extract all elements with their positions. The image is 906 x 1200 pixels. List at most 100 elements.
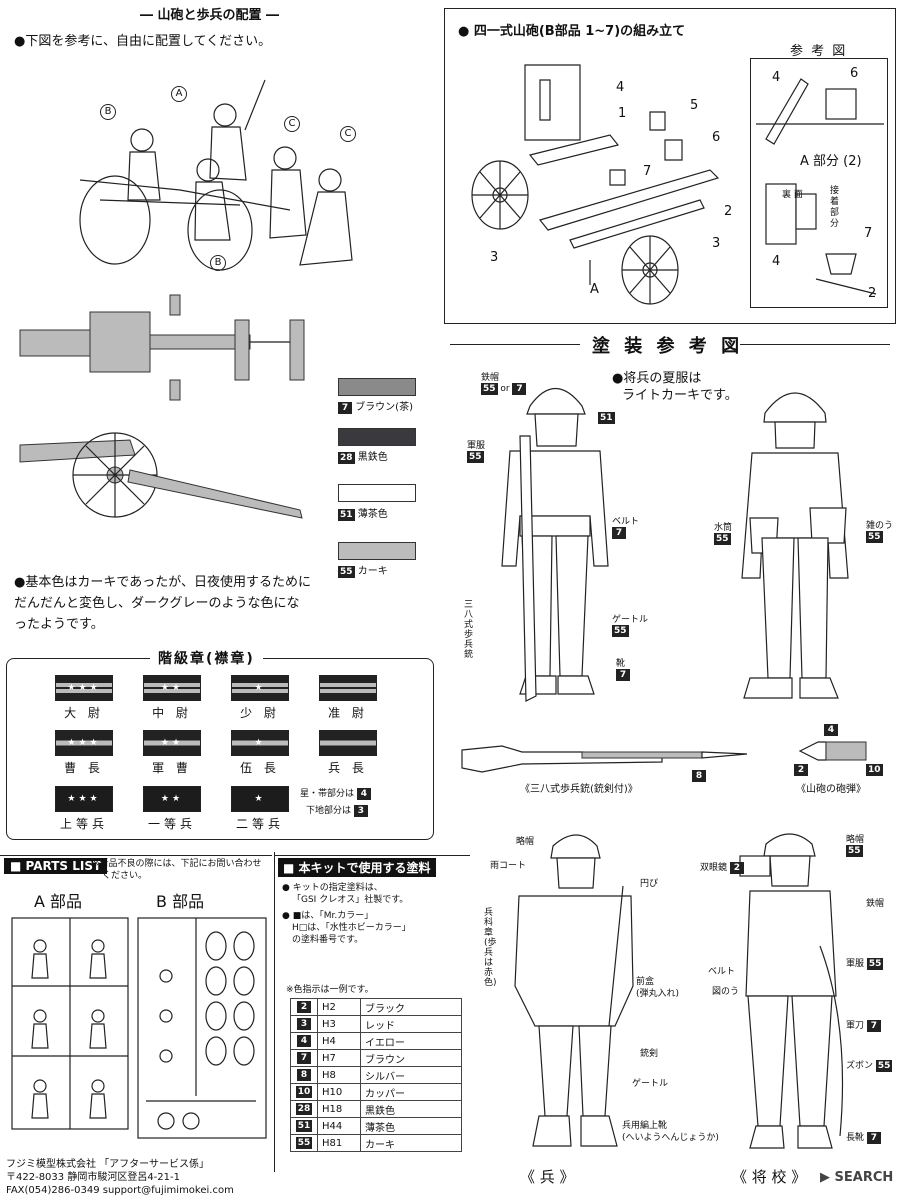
rank-insignia-private-first: ★★ [143, 786, 201, 812]
paints-rule [274, 855, 470, 856]
placement-label-c1: C [284, 116, 300, 132]
paint-name: 薄茶色 [360, 1117, 462, 1135]
ref-label-a: A 部分 (2) [800, 154, 862, 169]
paint-h-code: H18 [317, 1100, 361, 1118]
paint-name: カッパー [360, 1083, 462, 1101]
callout-badge: 51 [598, 412, 615, 424]
paint-code: 51 [295, 1120, 313, 1132]
rank-insignia-second-lt: ★ [231, 675, 289, 701]
rank-label: 准 尉 [328, 706, 368, 720]
paint-name: ブラウン [360, 1049, 462, 1067]
part-num: 6 [712, 130, 721, 145]
ref-num: 6 [850, 66, 859, 81]
rank-note-star: 星・帯部分は 4 [300, 786, 371, 800]
reference-box [750, 58, 888, 308]
rank-label: 一等兵 [147, 817, 196, 831]
part-num: A [590, 282, 599, 297]
part-num: 2 [724, 204, 733, 219]
officer-label-mapcase: 図のう [712, 987, 740, 997]
sprue-b [137, 917, 267, 1139]
soldier-label-ammo: 前盒(弾丸入れ) [636, 977, 680, 999]
rank-insignia-sergeant: ★★ [143, 730, 201, 756]
placement-label-b1: B [100, 104, 116, 120]
placement-label-b2: B [210, 255, 226, 271]
rank-insignia-sgt-major: ★★★ [55, 730, 113, 756]
legend-gunmetal: 28 黒鉄色 [338, 452, 388, 464]
officer-label-helmet: 鉄帽 [866, 899, 885, 909]
officer-label-boots: 長靴 7 [846, 1130, 881, 1144]
officer-caption: 《 将 校 》 [732, 1168, 807, 1186]
base-color-note: ●基本色はカーキであったが、日夜使用するために だんだんと変色し、ダークグレーの… [14, 575, 311, 632]
sprue-a [11, 917, 129, 1130]
rank-label: 二等兵 [235, 817, 284, 831]
rank-insignia-private-second: ★ [231, 786, 289, 812]
paint-h-code: H2 [317, 998, 361, 1016]
cannon-top-view [19, 294, 305, 401]
soldier-back-figure [741, 392, 849, 699]
soldier-label-bayonet: 銃剣 [640, 1049, 659, 1059]
soldier-caption: 《 兵 》 [520, 1168, 575, 1186]
parts-b-label: B 部品 [156, 892, 205, 911]
parts-rule [0, 855, 272, 856]
assembly-title: ● 四一式山砲(B部品 1~7)の組み立て [458, 24, 686, 39]
reference-illustration [756, 78, 884, 295]
watermark-logo: ▶ SEARCH [820, 1170, 894, 1185]
rank-insignia-captain: ★★★ [55, 675, 113, 701]
placement-illustration [79, 79, 353, 271]
legend-brown: 7 ブラウン(茶) [338, 398, 413, 414]
officer-label-sword: 軍刀 7 [846, 1018, 881, 1032]
soldier-label-shovel: 円ぴ [640, 879, 659, 889]
callout-helmet: 鉄帽 55 or 7 [481, 370, 527, 395]
shell-code-fuze: 4 [824, 724, 838, 736]
rank-insignia-corporal: ★ [231, 730, 289, 756]
callout-rifle: 三八式歩兵銃 [464, 600, 474, 660]
officer-label-binoculars: 双眼鏡 2 [700, 860, 744, 874]
officer-label-trousers: ズボン 55 [846, 1060, 893, 1072]
ref-back-label: 裏 面 [782, 190, 803, 200]
parts-list-title: ■ PARTS LIST [4, 858, 108, 874]
cannon-side-view [19, 432, 303, 519]
paint-h-code: H44 [317, 1117, 361, 1135]
rank-insignia-lance-corporal [319, 730, 377, 756]
placement-instruction: ●下図を参考に、自由に配置してください。 [14, 34, 272, 49]
rifle-code: 8 [692, 770, 706, 782]
paint-h-code: H4 [317, 1032, 361, 1050]
rank-title: 階級章(襟章) [150, 648, 263, 668]
shell-code-tip: 2 [794, 764, 808, 776]
rank-label: 軍 曹 [152, 761, 192, 775]
painting-rule-left [450, 344, 580, 345]
ref-num: 2 [868, 286, 877, 301]
legend-khaki: 55 カーキ [338, 566, 388, 578]
rank-label: 中 尉 [152, 706, 192, 720]
officer-label-belt: ベルト [708, 967, 736, 977]
ref-num: 7 [864, 226, 873, 241]
kit-paints-title: ■ 本キットで使用する塗料 [278, 858, 436, 877]
paints-divider [274, 852, 275, 1172]
reference-title: 参 考 図 [790, 44, 848, 59]
paint-code: 55 [295, 1137, 313, 1149]
paint-code: 7 [297, 1052, 311, 1064]
swatch-brown [338, 378, 416, 396]
shell-illustration [798, 741, 867, 761]
shell-caption: 《山砲の砲弾》 [796, 784, 866, 795]
painting-title: 塗 装 参 考 図 [592, 336, 744, 357]
legend-tan: 51 薄茶色 [338, 509, 388, 521]
part-num: 7 [643, 164, 652, 179]
paint-name: カーキ [360, 1134, 462, 1152]
paint-name: レッド [360, 1015, 462, 1033]
part-num: 4 [616, 80, 625, 95]
paint-name: シルバー [360, 1066, 462, 1084]
rank-label: 曹 長 [64, 761, 104, 775]
shell-code-body: 10 [866, 764, 883, 776]
part-num: 3 [490, 250, 499, 265]
rank-note-base: 下地部分は 3 [306, 803, 368, 817]
